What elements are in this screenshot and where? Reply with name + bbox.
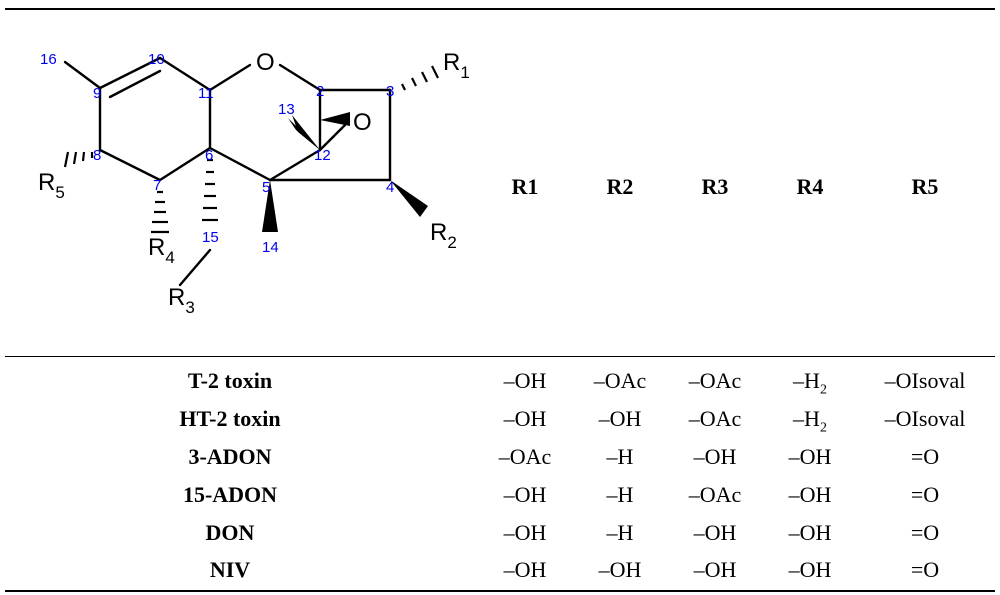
position-11-label: 11: [198, 85, 214, 102]
bottom-rule: [5, 590, 995, 592]
cell-r1: –OH: [503, 557, 547, 582]
cell-r1: –OH: [503, 406, 547, 431]
position-2-label: 2: [316, 83, 324, 100]
cell-r3: –OH: [693, 520, 737, 545]
cell-r5: =O: [910, 444, 940, 469]
cell-r5: =O: [910, 520, 940, 545]
header-r3: R3: [701, 174, 729, 199]
top-rule: [5, 8, 995, 10]
cell-r2: –OAc: [593, 368, 647, 393]
cell-r5: =O: [910, 557, 940, 582]
position-3-label: 3: [386, 83, 394, 100]
cell-r2: –OH: [598, 557, 642, 582]
cell-r4: –H2: [793, 368, 827, 398]
compound-name: 3-ADON: [188, 444, 272, 469]
r3-label: R3: [168, 284, 195, 317]
position-6-label: 6: [205, 147, 213, 164]
position-10-label: 10: [148, 51, 165, 68]
cell-r3: –OAc: [688, 406, 742, 431]
epoxide-oxygen-label: O: [353, 109, 372, 136]
position-4-label: 4: [386, 179, 394, 196]
cell-r2: –H: [606, 444, 634, 469]
compound-name: T-2 toxin: [187, 368, 273, 393]
cell-r2: –H: [606, 482, 634, 507]
cell-r3: –OH: [693, 444, 737, 469]
r5-label: R5: [38, 169, 65, 202]
cell-r4: –OH: [788, 444, 832, 469]
r1-label: R1: [443, 49, 470, 82]
r4-label: R4: [148, 234, 175, 267]
header-r1: R1: [511, 174, 539, 199]
position-14-label: 14: [262, 239, 279, 256]
position-16-label: 16: [40, 51, 57, 68]
cell-r5: –OIsoval: [884, 406, 966, 431]
cell-r3: –OAc: [688, 368, 742, 393]
position-12-label: 12: [314, 147, 331, 164]
r2-label: R2: [430, 219, 457, 252]
header-rule: [5, 356, 995, 357]
ring-oxygen-label: O: [256, 49, 275, 76]
position-5-label: 5: [262, 179, 270, 196]
position-7-label: 7: [153, 177, 161, 194]
header-r4: R4: [796, 174, 824, 199]
position-13-label: 13: [278, 101, 295, 118]
cell-r1: –OAc: [498, 444, 552, 469]
header-r5: R5: [911, 174, 939, 199]
compound-name: HT-2 toxin: [179, 406, 281, 431]
header-r2: R2: [606, 174, 634, 199]
cell-r1: –OH: [503, 520, 547, 545]
compound-name: DON: [205, 520, 255, 545]
cell-r5: =O: [910, 482, 940, 507]
cell-r2: –OH: [598, 406, 642, 431]
position-15-label: 15: [202, 229, 219, 246]
cell-r4: –OH: [788, 557, 832, 582]
position-9-label: 9: [93, 85, 101, 102]
compound-name: 15-ADON: [182, 482, 278, 507]
cell-r4: –OH: [788, 520, 832, 545]
position-8-label: 8: [93, 147, 101, 164]
cell-r5: –OIsoval: [884, 368, 966, 393]
cell-r4: –H2: [793, 406, 827, 436]
cell-r3: –OAc: [688, 482, 742, 507]
trichothecene-structure: O O R1 R2 R3 R4 R5 2 3 4 5 6 7 8 9 10 11…: [38, 49, 470, 317]
cell-r1: –OH: [503, 368, 547, 393]
cell-r3: –OH: [693, 557, 737, 582]
cell-r1: –OH: [503, 482, 547, 507]
cell-r2: –H: [606, 520, 634, 545]
compound-name: NIV: [209, 557, 251, 582]
cell-r4: –OH: [788, 482, 832, 507]
